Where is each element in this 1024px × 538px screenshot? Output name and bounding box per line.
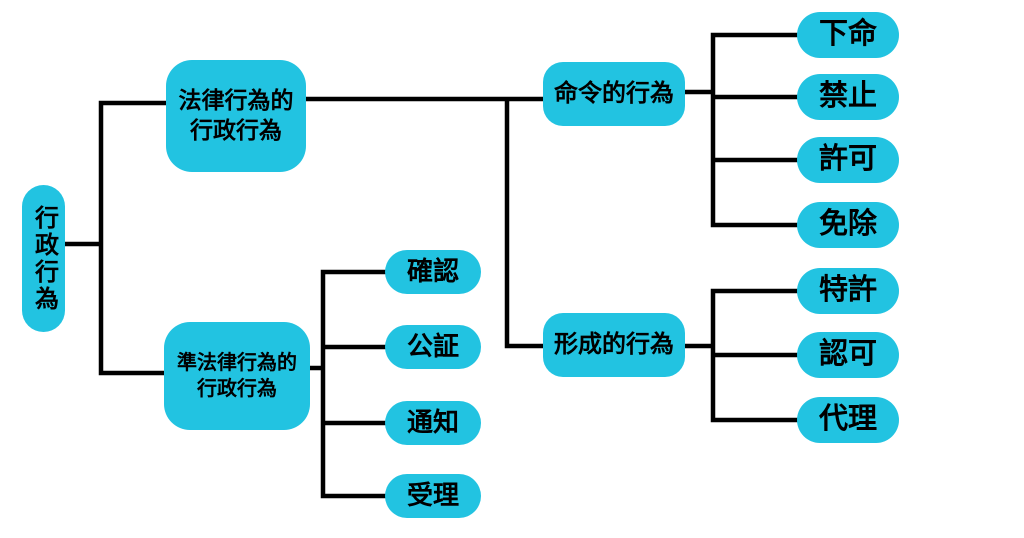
node-command-acts: 命令的行為 — [543, 62, 685, 126]
connector-branch-to-formative — [504, 99, 545, 349]
node-special-permission: 特許 — [797, 268, 899, 314]
node-quasi-legal-acts: 準法律行為的 行政行為 — [164, 322, 310, 430]
node-notarization: 公証 — [385, 325, 481, 369]
connector-formative-bracket — [710, 288, 800, 423]
connector-quasi-bracket — [320, 269, 387, 499]
node-approval: 認可 — [797, 332, 899, 378]
node-agency: 代理 — [797, 397, 899, 443]
connector-command-bracket — [710, 32, 800, 228]
connector-level1-bracket — [98, 100, 168, 376]
node-root: 行政行為 — [22, 185, 65, 332]
node-acceptance: 受理 — [385, 474, 481, 518]
node-confirmation: 確認 — [385, 250, 481, 294]
node-permission: 許可 — [797, 137, 899, 183]
node-legal-acts: 法律行為的 行政行為 — [166, 60, 306, 172]
node-exemption: 免除 — [797, 202, 899, 248]
node-formative-acts: 形成的行為 — [543, 313, 685, 377]
node-prohibition: 禁止 — [797, 74, 899, 120]
node-order: 下命 — [797, 12, 899, 58]
node-notification: 通知 — [385, 401, 481, 445]
